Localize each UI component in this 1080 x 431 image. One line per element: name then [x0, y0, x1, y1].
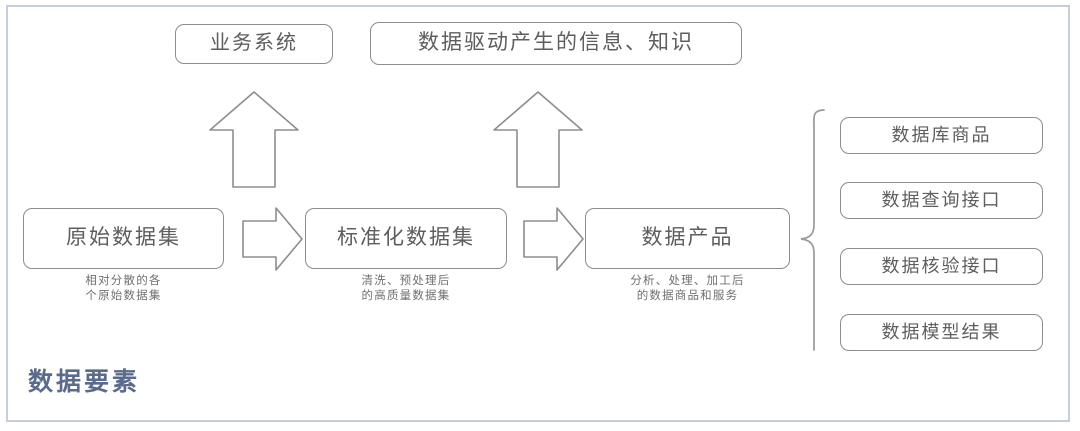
node-data-query-api[interactable]: 数据查询接口	[840, 182, 1043, 219]
node-data-product[interactable]: 数据产品	[585, 208, 790, 269]
caption-data-product: 分析、处理、加工后 的数据商品和服务	[630, 275, 745, 302]
caption-raw-dataset: 相对分散的各 个原始数据集	[85, 275, 162, 302]
node-raw-dataset[interactable]: 原始数据集	[23, 208, 224, 269]
node-data-verification-api[interactable]: 数据核验接口	[840, 248, 1043, 285]
node-standardized-dataset[interactable]: 标准化数据集	[305, 208, 507, 269]
node-data-model-result[interactable]: 数据模型结果	[840, 314, 1043, 351]
node-data-driven-knowledge-label: 数据驱动产生的信息、知识	[418, 31, 694, 54]
node-data-product-label: 数据产品	[641, 226, 734, 249]
node-database-goods-label: 数据库商品	[891, 124, 992, 145]
node-database-goods[interactable]: 数据库商品	[840, 117, 1043, 154]
node-data-query-api-label: 数据查询接口	[881, 189, 1002, 210]
node-data-verification-api-label: 数据核验接口	[881, 255, 1002, 276]
caption-standardized-dataset: 清洗、预处理后 的高质量数据集	[361, 275, 451, 302]
node-raw-dataset-label: 原始数据集	[66, 226, 181, 249]
diagram-footer-title: 数据要素	[28, 368, 141, 396]
node-business-system[interactable]: 业务系统	[175, 24, 333, 64]
node-standardized-dataset-label: 标准化数据集	[337, 226, 475, 249]
node-business-system-label: 业务系统	[210, 32, 298, 54]
node-data-model-result-label: 数据模型结果	[881, 321, 1002, 342]
node-data-driven-knowledge[interactable]: 数据驱动产生的信息、知识	[370, 22, 742, 65]
